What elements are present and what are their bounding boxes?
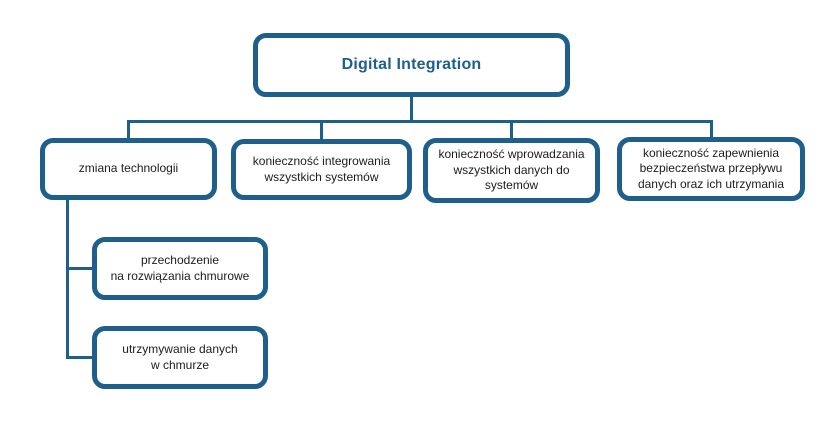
connector-drop-zapewnienia	[710, 121, 713, 137]
connector-branch-utrzymywanie	[66, 356, 92, 359]
node-label: konieczność zapewnienia bezpieczeństwa p…	[637, 145, 785, 191]
root-node-digital-integration: Digital Integration	[253, 33, 570, 97]
connector-drop-zmiana	[127, 121, 130, 138]
node-label: konieczność integrowania wszystkich syst…	[252, 153, 391, 184]
connector-branch-przechodzenie	[66, 267, 92, 270]
node-label: utrzymywanie danych w chmurze	[122, 341, 238, 372]
node-koniecznosc-zapewnienia: konieczność zapewnienia bezpieczeństwa p…	[617, 137, 805, 201]
connector-drop-wprowadzania	[510, 121, 513, 138]
root-node-label: Digital Integration	[341, 55, 482, 73]
node-label: zmiana technologii	[78, 161, 179, 176]
connector-drop-integrowania	[320, 121, 323, 139]
connector-level2-vertical	[66, 200, 69, 359]
node-label: konieczność wprowadzania wszystkich dany…	[438, 147, 585, 193]
connector-level1-horizontal	[127, 120, 713, 123]
node-koniecznosc-wprowadzania: konieczność wprowadzania wszystkich dany…	[423, 138, 600, 203]
connector-root-stem	[410, 97, 413, 121]
node-koniecznosc-integrowania: konieczność integrowania wszystkich syst…	[231, 139, 412, 200]
node-utrzymywanie-danych: utrzymywanie danych w chmurze	[92, 326, 268, 389]
node-przechodzenie-chmurowe: przechodzenie na rozwiązania chmurowe	[92, 237, 268, 300]
node-label: przechodzenie na rozwiązania chmurowe	[110, 252, 250, 283]
node-zmiana-technologii: zmiana technologii	[40, 138, 217, 200]
